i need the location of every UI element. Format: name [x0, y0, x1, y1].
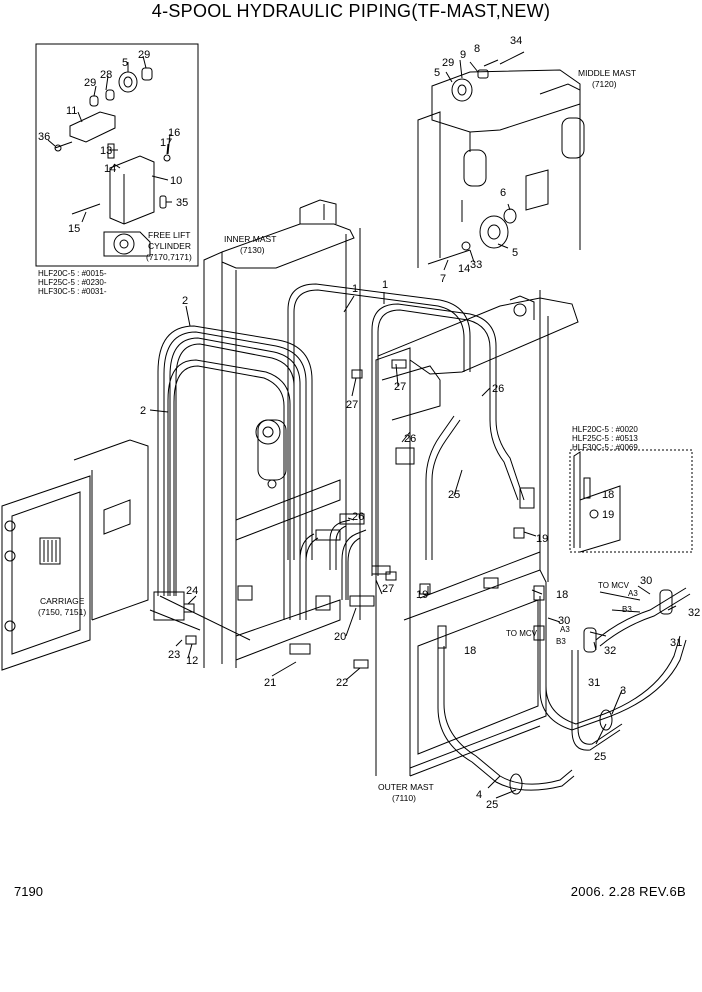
- callout: 21: [264, 677, 276, 689]
- callout: 8: [474, 43, 480, 55]
- callout: 1: [382, 279, 388, 291]
- callout: 28: [100, 69, 112, 81]
- callout: 23: [168, 649, 180, 661]
- callout: 20: [334, 631, 346, 643]
- callout: 24: [186, 585, 198, 597]
- callout: 29: [84, 77, 96, 89]
- callout: 29: [138, 49, 150, 61]
- callout: 26: [492, 383, 504, 395]
- callout: 5: [434, 67, 440, 79]
- callout: 26: [404, 433, 416, 445]
- callout: 14: [458, 263, 470, 275]
- callout: 25: [448, 489, 460, 501]
- callout: 18: [556, 589, 568, 601]
- callout: 25: [594, 751, 606, 763]
- inset-frame: [35, 43, 199, 267]
- callout: 27: [394, 381, 406, 393]
- carriage: [1, 439, 251, 671]
- callout: 25: [486, 799, 498, 811]
- inset-middle-mast: [417, 51, 585, 271]
- callout: 12: [186, 655, 198, 667]
- port-label: A3: [560, 625, 570, 634]
- leader-lines: [149, 292, 677, 799]
- cylinder-label-line-2: CYLINDER: [148, 241, 191, 251]
- outer-mast: [375, 290, 579, 777]
- option-serial-line-3: HLF30C-5 : #0069: [572, 443, 638, 452]
- callout: 17: [160, 137, 172, 149]
- callout: 5: [122, 57, 128, 69]
- callout: 33: [470, 259, 482, 271]
- callout: 22: [336, 677, 348, 689]
- middle-mast-label-line-2: (7120): [592, 79, 617, 89]
- callout: 34: [510, 35, 522, 47]
- page-title: 4-SPOOL HYDRAULIC PIPING(TF-MAST,NEW): [151, 1, 551, 21]
- inner-mast: [203, 199, 361, 668]
- cylinder-label-line-3: (7170,7171): [146, 252, 192, 262]
- callout: 35: [176, 197, 188, 209]
- callout: 26: [352, 511, 364, 523]
- callout: 14: [104, 163, 116, 175]
- callout: 4: [476, 789, 482, 801]
- cylinder-label-line-1: FREE LIFT: [148, 230, 191, 240]
- callout: 19: [416, 589, 428, 601]
- to-mcv-label-1: TO MCV: [598, 581, 630, 590]
- callout: 3: [620, 685, 626, 697]
- carriage-label-line-2: (7150, 7151): [38, 607, 86, 617]
- inset-free-lift-bracket: [35, 43, 199, 267]
- callout: 27: [346, 399, 358, 411]
- labels: 29 5 28 29 11 36 16 17 13 14 10 35 15 FR…: [38, 35, 700, 811]
- callout: 19: [536, 533, 548, 545]
- callout: 30: [640, 575, 652, 587]
- callout: 1: [352, 283, 358, 295]
- callout: 27: [382, 583, 394, 595]
- callout: 2: [140, 405, 146, 417]
- middle-mast-label-line-1: MIDDLE MAST: [578, 68, 636, 78]
- callout: 9: [460, 49, 466, 61]
- callout: 32: [604, 645, 616, 657]
- serial-line-2: HLF25C-5 : #0230-: [38, 278, 107, 287]
- serial-line-3: HLF30C-5 : #0031-: [38, 287, 107, 296]
- callout: 19: [602, 509, 614, 521]
- callout: 5: [512, 247, 518, 259]
- callout: 7: [440, 273, 446, 285]
- outer-mast-label-line-1: OUTER MAST: [378, 782, 434, 792]
- port-label: A3: [628, 589, 638, 598]
- port-label: B3: [622, 605, 632, 614]
- revision-date: 2006. 2.28 REV.6B: [570, 884, 686, 899]
- callout: 32: [688, 607, 700, 619]
- callout: 16: [168, 127, 180, 139]
- callout: 18: [602, 489, 614, 501]
- inset-option: [569, 449, 693, 553]
- outer-mast-label-line-2: (7110): [392, 793, 416, 803]
- callout: 30: [558, 615, 570, 627]
- hoses-1: [287, 283, 525, 620]
- fittings: [183, 359, 545, 669]
- serial-line-1: HLF20C-5 : #0015-: [38, 269, 107, 278]
- callout: 6: [500, 187, 506, 199]
- callout: 36: [38, 131, 50, 143]
- to-mcv-label-2: TO MCV: [506, 629, 538, 638]
- callout: 31: [670, 637, 682, 649]
- inner-mast-label-line-2: (7130): [240, 245, 265, 255]
- callout: 18: [464, 645, 476, 657]
- callout: 31: [588, 677, 600, 689]
- inset-option-frame: [569, 449, 693, 553]
- callout: 29: [442, 57, 454, 69]
- callout: 10: [170, 175, 182, 187]
- hoses-2: [153, 325, 313, 621]
- callout: 15: [68, 223, 80, 235]
- option-serial-line-2: HLF25C-5 : #0513: [572, 434, 638, 443]
- hoses-3-4: [437, 587, 691, 795]
- callout: 11: [66, 105, 77, 117]
- callout: 13: [100, 145, 112, 157]
- inner-mast-label-line-1: INNER MAST: [224, 234, 276, 244]
- page-number: 7190: [14, 884, 43, 899]
- carriage-label-line-1: CARRIAGE: [40, 596, 85, 606]
- option-serial-line-1: HLF20C-5 : #0020: [572, 425, 638, 434]
- port-label: B3: [556, 637, 566, 646]
- callout: 2: [182, 295, 188, 307]
